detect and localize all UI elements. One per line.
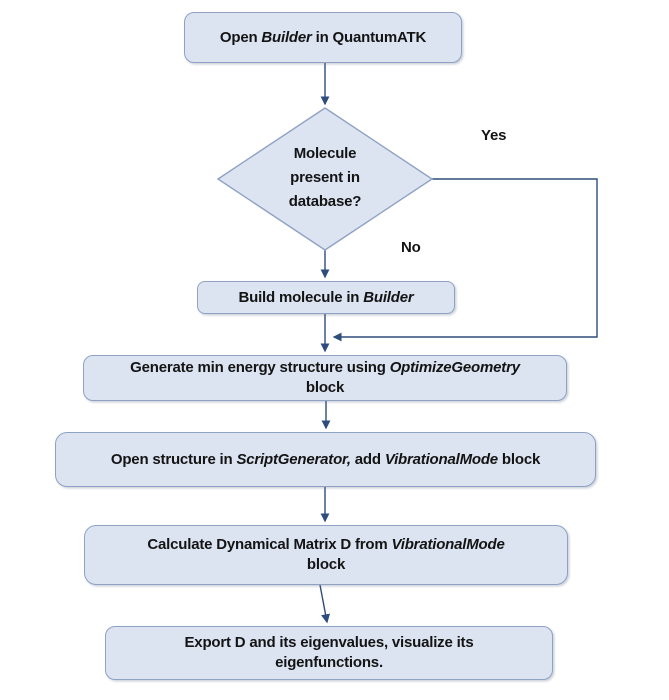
node-calculate-dynamical-matrix: Calculate Dynamical Matrix D from Vibrat… [84, 525, 568, 585]
node-generate-min-energy: Generate min energy structure using Opti… [83, 355, 567, 401]
node-export-eigenvalues-label: Export D and its eigenvalues, visualize … [184, 634, 474, 671]
node-export-eigenvalues: Export D and its eigenvalues, visualize … [105, 626, 553, 680]
node-generate-min-energy-label: Generate min energy structure using Opti… [130, 359, 520, 396]
connector-yes-branch [332, 178, 598, 342]
node-open-builder: Open Builder in QuantumATK [184, 12, 462, 63]
node-open-builder-label: Open Builder in QuantumATK [219, 28, 427, 46]
node-build-molecule: Build molecule in Builder [197, 281, 455, 314]
label-no: No [401, 239, 421, 256]
connector-calculate-to-export [319, 584, 331, 624]
label-yes: Yes [481, 127, 507, 144]
node-open-structure-label: Open structure in ScriptGenerator, add V… [110, 450, 541, 468]
node-build-molecule-label: Build molecule in Builder [238, 288, 414, 306]
decision-diamond-shape [216, 107, 434, 251]
node-open-structure: Open structure in ScriptGenerator, add V… [55, 432, 596, 487]
node-calculate-dynamical-matrix-label: Calculate Dynamical Matrix D from Vibrat… [147, 536, 505, 573]
